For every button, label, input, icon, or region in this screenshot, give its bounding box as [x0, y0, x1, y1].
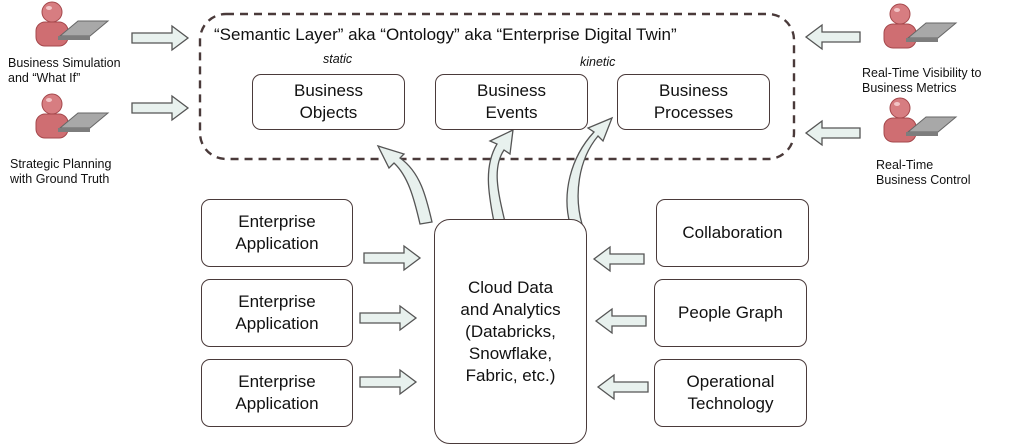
arrow-source-left-3: [359, 368, 418, 396]
business-events-box: Business Events: [435, 74, 588, 130]
user-control-icon: [883, 97, 957, 143]
arrow-source-right-3: [596, 373, 649, 401]
user-planning-icon: [35, 93, 109, 139]
operational-technology-box: Operational Technology: [654, 359, 807, 427]
curved-arrow-objects: [376, 144, 433, 225]
arrow-source-right-2: [594, 307, 647, 335]
static-label: static: [323, 52, 353, 66]
user-planning-label: Strategic Planning with Ground Truth: [10, 157, 112, 186]
arrow-control: [804, 119, 861, 147]
arrow-planning: [131, 94, 190, 122]
user-control-label: Real-Time Business Control: [876, 158, 971, 187]
enterprise-application-box-2: Enterprise Application: [201, 279, 353, 347]
arrow-visibility: [804, 23, 861, 51]
enterprise-application-box-3: Enterprise Application: [201, 359, 353, 427]
business-processes-box: Business Processes: [617, 74, 770, 130]
user-simulation-label: Business Simulation and “What If”: [8, 56, 121, 85]
curved-arrow-processes: [566, 116, 614, 225]
arrow-source-right-1: [592, 245, 645, 273]
collaboration-box: Collaboration: [656, 199, 809, 267]
enterprise-application-box-1: Enterprise Application: [201, 199, 353, 267]
arrow-source-left-1: [363, 244, 422, 272]
user-simulation-icon: [35, 1, 109, 47]
business-objects-box: Business Objects: [252, 74, 405, 130]
user-visibility-icon: [883, 3, 957, 49]
kinetic-label: kinetic: [580, 55, 616, 69]
semantic-layer-title: “Semantic Layer” aka “Ontology” aka “Ent…: [214, 25, 677, 44]
cloud-data-analytics-box: Cloud Data and Analytics (Databricks, Sn…: [434, 219, 587, 444]
curved-arrow-events: [487, 128, 514, 223]
user-visibility-label: Real-Time Visibility to Business Metrics: [862, 66, 982, 95]
arrow-simulation: [131, 24, 190, 52]
people-graph-box: People Graph: [654, 279, 807, 347]
arrow-source-left-2: [359, 304, 418, 332]
